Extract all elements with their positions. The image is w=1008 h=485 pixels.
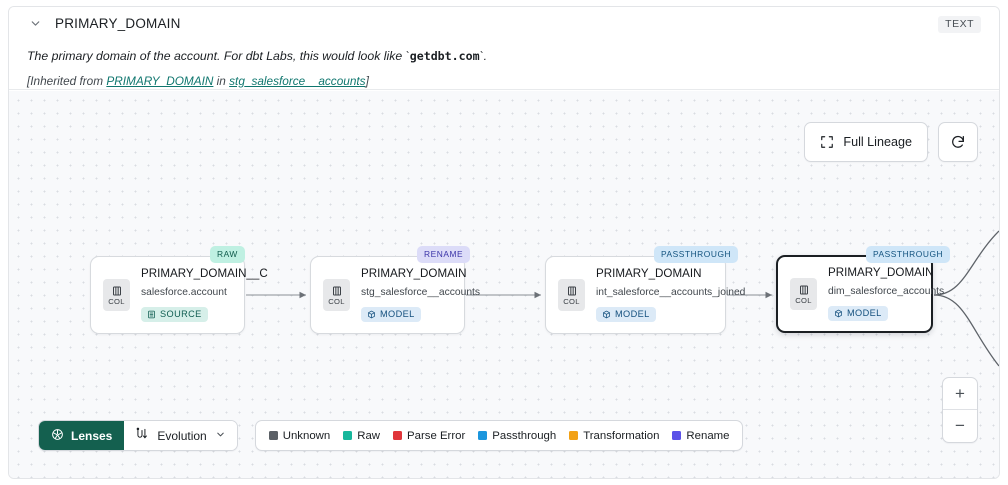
node-body: PRIMARY_DOMAIN stg_salesforce__accounts … [361, 266, 481, 323]
node-kind-badge: SOURCE [141, 306, 208, 323]
zoom-out-button[interactable]: − [955, 416, 965, 435]
inherited-from-line: [Inherited from PRIMARY_DOMAIN in stg_sa… [27, 74, 981, 88]
inherited-prefix: [Inherited from [27, 73, 107, 88]
node-kind-label: MODEL [380, 308, 415, 319]
legend-label: Transformation [583, 429, 660, 442]
inherited-mid: in [213, 73, 230, 88]
legend-label: Rename [686, 429, 730, 442]
lineage-legend: Unknown Raw Parse Error Passthrough [254, 420, 744, 451]
legend-item: Parse Error [393, 430, 465, 442]
description-prefix: The primary domain of the account. For d… [27, 49, 410, 63]
inherited-column-link[interactable]: PRIMARY_DOMAIN [106, 73, 214, 88]
node-tag-badge: RAW [210, 246, 245, 264]
column-header: PRIMARY_DOMAIN TEXT The primary domain o… [9, 7, 999, 90]
zoom-controls: + − [942, 377, 978, 443]
lenses-label: Lenses [71, 428, 113, 443]
node-body: PRIMARY_DOMAIN int_salesforce__accounts_… [596, 266, 746, 323]
chevron-down-icon[interactable] [27, 16, 43, 32]
legend-swatch [569, 431, 579, 440]
node-tag-badge: PASSTHROUGH [654, 246, 739, 264]
node-column-name: PRIMARY_DOMAIN [361, 266, 467, 280]
node-table-path: stg_salesforce__accounts [361, 286, 481, 298]
col-badge-label: COL [563, 296, 580, 306]
inherited-suffix: ] [365, 73, 369, 88]
node-body: PRIMARY_DOMAIN dim_salesforce_accounts M… [828, 265, 945, 322]
lineage-edges [246, 230, 999, 367]
columns-icon: COL [103, 279, 130, 311]
legend-item: Unknown [268, 429, 331, 442]
legend-item: Rename [672, 430, 729, 442]
lineage-node[interactable]: RENAME COL PRIMARY_DOMAIN stg_salesforce… [310, 246, 480, 334]
legend-label: Passthrough [492, 429, 557, 442]
node-column-name: PRIMARY_DOMAIN [596, 266, 702, 280]
node-tag-badge: PASSTHROUGH [866, 246, 951, 264]
legend-item: Transformation [569, 430, 659, 442]
node-kind-label: SOURCE [160, 308, 202, 319]
evolution-dropdown[interactable]: Evolution [124, 421, 237, 450]
node-body: PRIMARY_DOMAIN__C salesforce.account SOU… [141, 266, 268, 323]
legend-item: Passthrough [478, 430, 556, 442]
columns-icon: COL [790, 278, 817, 310]
node-table-path: int_salesforce__accounts_joined [596, 286, 746, 298]
columns-icon: COL [323, 279, 350, 311]
canvas-top-controls: Full Lineage [804, 122, 978, 162]
lineage-node[interactable]: RAW COL PRIMARY_DOMAIN__C salesforce.acc… [90, 246, 268, 334]
legend-item: Raw [343, 430, 380, 442]
node-kind-label: MODEL [615, 308, 650, 319]
lineage-node[interactable]: PASSTHROUGH COL PRIMARY_DOMAIN int_sales… [545, 246, 745, 334]
lineage-node-selected[interactable]: PASSTHROUGH COL PRIMARY_DOMAIN dim_sales… [776, 246, 951, 333]
zoom-in-button[interactable]: + [943, 378, 977, 410]
legend-label: Unknown [282, 429, 331, 442]
node-kind-badge: MODEL [361, 306, 421, 323]
refresh-icon [950, 134, 966, 150]
col-badge-label: COL [108, 296, 125, 306]
column-description: The primary domain of the account. For d… [27, 50, 981, 63]
node-kind-badge: MODEL [596, 306, 656, 323]
node-table-path: dim_salesforce_accounts [828, 285, 945, 297]
evolution-flow-icon [135, 427, 149, 444]
node-kind-badge: MODEL [828, 305, 888, 322]
description-suffix: `. [479, 49, 488, 63]
column-header-row: PRIMARY_DOMAIN [27, 7, 981, 40]
legend-swatch [478, 431, 488, 440]
legend-label: Parse Error [407, 429, 466, 442]
legend-swatch [268, 431, 278, 440]
refresh-button[interactable] [938, 122, 978, 162]
evolution-label: Evolution [157, 428, 207, 443]
type-badge: TEXT [938, 16, 981, 33]
legend-swatch [672, 431, 682, 440]
aperture-icon [51, 428, 64, 444]
node-column-name: PRIMARY_DOMAIN__C [141, 266, 268, 280]
lineage-canvas[interactable]: RAW COL PRIMARY_DOMAIN__C salesforce.acc… [9, 91, 999, 478]
col-badge-label: COL [795, 295, 812, 305]
inherited-model-link[interactable]: stg_salesforce__accounts [229, 73, 366, 88]
node-tag-badge: RENAME [417, 246, 471, 264]
legend-swatch [393, 431, 403, 440]
full-lineage-button[interactable]: Full Lineage [804, 122, 928, 162]
chevron-down-icon [215, 429, 226, 443]
legend-swatch [343, 431, 353, 440]
page-title: PRIMARY_DOMAIN [55, 16, 181, 31]
col-badge-label: COL [328, 296, 345, 306]
description-code: getdbt.com [409, 49, 480, 63]
legend-label: Raw [357, 429, 381, 442]
columns-icon: COL [558, 279, 585, 311]
node-column-name: PRIMARY_DOMAIN [828, 265, 934, 279]
lenses-segmented-control: Lenses Evolution [38, 420, 238, 451]
full-lineage-label: Full Lineage [843, 135, 912, 149]
expand-icon [820, 135, 834, 149]
node-kind-label: MODEL [847, 307, 882, 318]
node-table-path: salesforce.account [141, 286, 227, 298]
lenses-button[interactable]: Lenses [39, 421, 125, 450]
canvas-bottom-toolbar: Lenses Evolution U [38, 420, 744, 451]
column-detail-panel: PRIMARY_DOMAIN TEXT The primary domain o… [8, 6, 1000, 479]
